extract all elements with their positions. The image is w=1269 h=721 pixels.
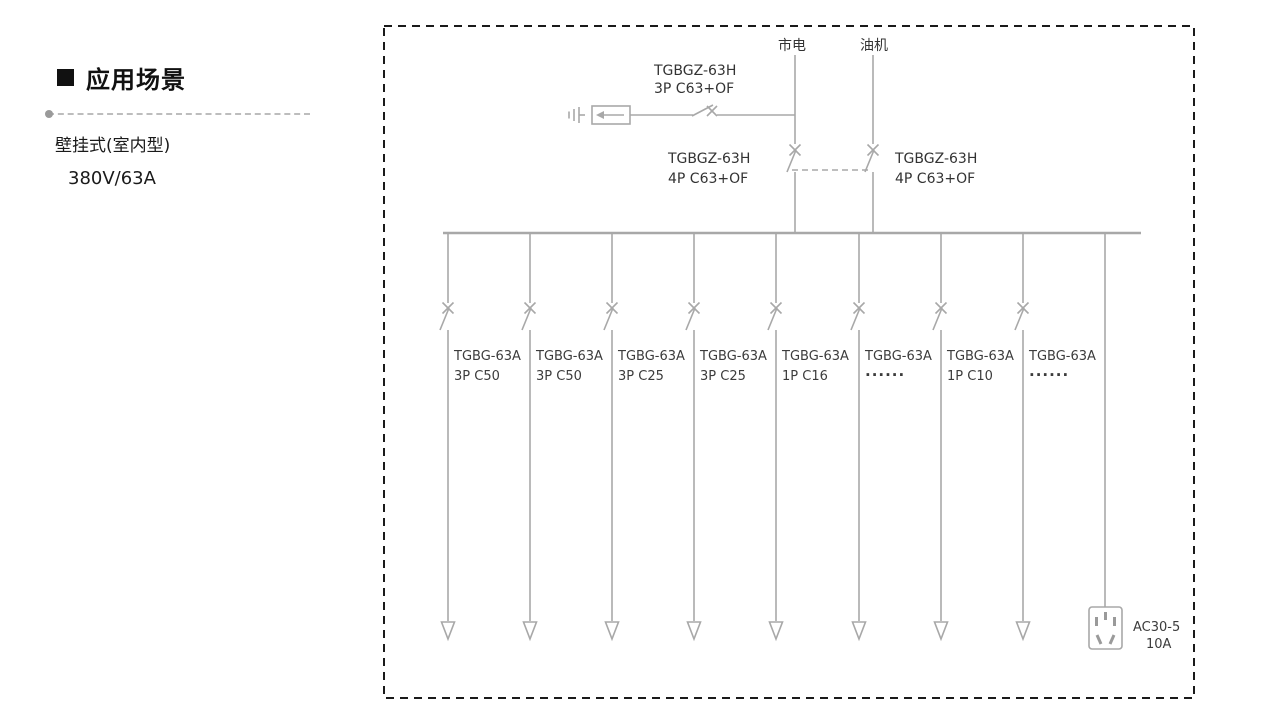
spd-branch: TGBGZ-63H 3P C63+OF bbox=[568, 63, 795, 125]
rating-label: 380V/63A bbox=[68, 168, 156, 189]
branch-model: TGBG-63A bbox=[453, 349, 521, 364]
socket-model: AC30-5 bbox=[1133, 620, 1180, 635]
branch-breaker-icon bbox=[521, 301, 537, 331]
branch-model: TGBG-63A bbox=[1028, 349, 1096, 364]
branch-model: TGBG-63A bbox=[699, 349, 767, 364]
branch-model: TGBG-63A bbox=[946, 349, 1014, 364]
left-panel: 应用场景 壁挂式(室内型) 380V/63A bbox=[45, 60, 348, 189]
branch-breaker-icon bbox=[1014, 301, 1030, 331]
feeder-arrow-icon bbox=[933, 621, 949, 640]
branch-breaker-icon bbox=[932, 301, 948, 331]
feeder-arrow-icon bbox=[1015, 621, 1031, 640]
feeder-arrow-icon bbox=[440, 621, 456, 640]
branch-circuit: TGBG-63A ······ bbox=[1014, 233, 1096, 640]
branch-circuit: TGBG-63A 3P C25 bbox=[603, 233, 685, 640]
section-heading: 应用场景 bbox=[48, 60, 348, 95]
mount-type-label: 壁挂式(室内型) bbox=[55, 136, 171, 156]
branch-spec: 3P C25 bbox=[618, 369, 664, 384]
page-title: 应用场景 bbox=[86, 66, 186, 94]
ground-icon bbox=[568, 107, 585, 123]
generator-breaker-model: TGBGZ-63H bbox=[894, 151, 977, 167]
mains-incomer: TGBGZ-63H 4P C63+OF bbox=[667, 55, 802, 233]
spd-breaker-icon bbox=[691, 104, 718, 117]
branch-circuit: TGBG-63A 1P C16 bbox=[767, 233, 849, 640]
socket-icon bbox=[1088, 606, 1123, 650]
feeder-arrow-icon bbox=[686, 621, 702, 640]
branch-breaker-icon bbox=[439, 301, 455, 331]
feeder-arrow-icon bbox=[522, 621, 538, 640]
divider-dot-icon bbox=[45, 110, 53, 118]
mains-breaker-spec: 4P C63+OF bbox=[668, 171, 748, 187]
square-bullet-icon bbox=[57, 69, 74, 86]
branch-spec: 3P C50 bbox=[536, 369, 582, 384]
branch-circuit: TGBG-63A 3P C25 bbox=[685, 233, 767, 640]
generator-breaker-spec: 4P C63+OF bbox=[895, 171, 975, 187]
mains-source-label: 市电 bbox=[778, 37, 806, 54]
socket-branch: AC30-5 10A bbox=[1088, 233, 1180, 652]
branch-spec-ellipsis: ······ bbox=[1029, 366, 1069, 384]
spd-breaker-spec: 3P C63+OF bbox=[654, 81, 734, 97]
branch-model: TGBG-63A bbox=[535, 349, 603, 364]
generator-breaker-icon bbox=[864, 143, 880, 173]
branch-model: TGBG-63A bbox=[617, 349, 685, 364]
branch-breaker-icon bbox=[603, 301, 619, 331]
feeder-arrow-icon bbox=[851, 621, 867, 640]
branch-spec: 3P C50 bbox=[454, 369, 500, 384]
generator-source-label: 油机 bbox=[860, 38, 888, 54]
feeder-arrow-icon bbox=[768, 621, 784, 640]
branch-circuit: TGBG-63A ······ bbox=[850, 233, 932, 640]
spd-breaker-model: TGBGZ-63H bbox=[653, 63, 736, 79]
generator-incomer: TGBGZ-63H 4P C63+OF bbox=[864, 55, 977, 233]
mains-breaker-icon bbox=[786, 143, 802, 173]
branch-circuit: TGBG-63A 3P C50 bbox=[521, 233, 603, 640]
branch-model: TGBG-63A bbox=[864, 349, 932, 364]
branch-circuit: TGBG-63A 3P C50 bbox=[439, 233, 521, 640]
dashed-divider bbox=[45, 110, 310, 118]
branch-spec: 1P C10 bbox=[947, 369, 993, 384]
branch-breaker-icon bbox=[850, 301, 866, 331]
socket-spec: 10A bbox=[1146, 637, 1172, 652]
branch-spec: 3P C25 bbox=[700, 369, 746, 384]
branch-model: TGBG-63A bbox=[781, 349, 849, 364]
branch-breaker-icon bbox=[685, 301, 701, 331]
branch-spec-ellipsis: ······ bbox=[865, 366, 905, 384]
branch-breaker-icon bbox=[767, 301, 783, 331]
branch-circuit: TGBG-63A 1P C10 bbox=[932, 233, 1014, 640]
feeder-arrow-icon bbox=[604, 621, 620, 640]
surge-arrester-icon bbox=[591, 105, 631, 125]
mains-breaker-model: TGBGZ-63H bbox=[667, 151, 750, 167]
branch-spec: 1P C16 bbox=[782, 369, 828, 384]
